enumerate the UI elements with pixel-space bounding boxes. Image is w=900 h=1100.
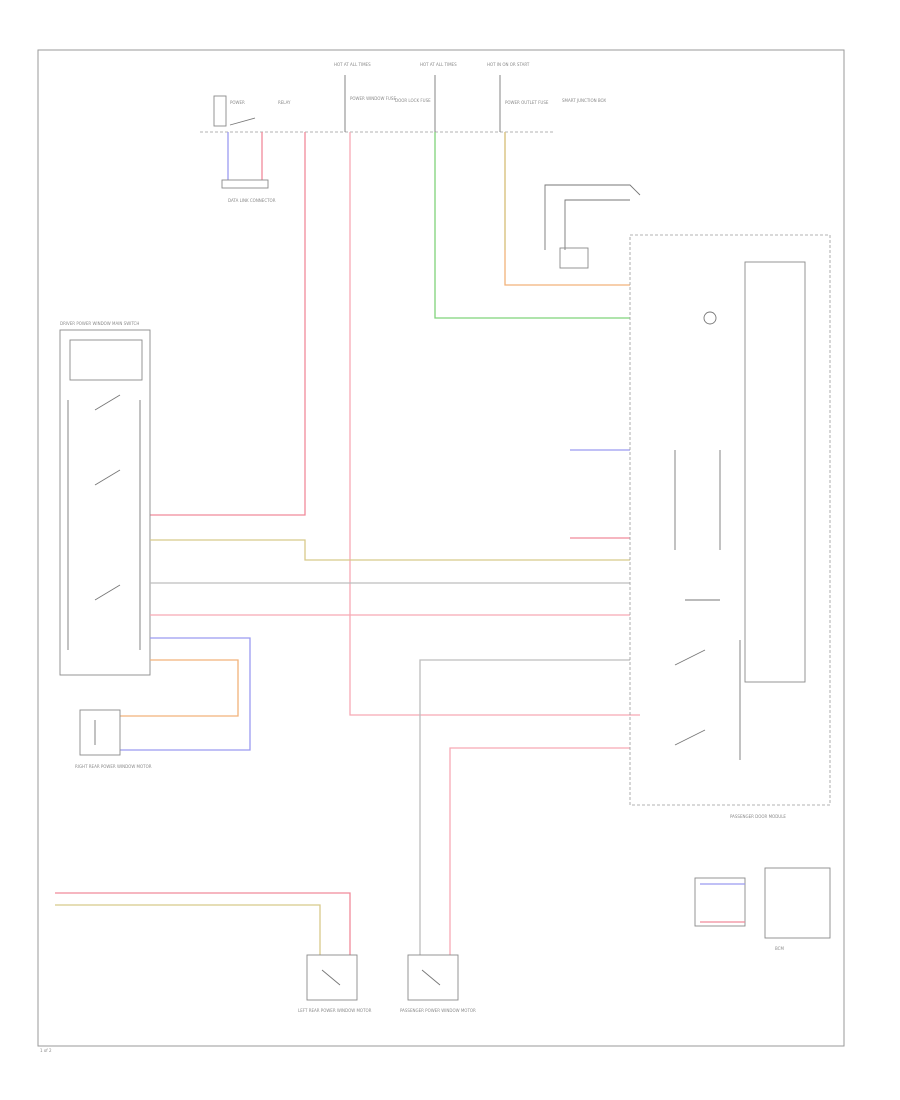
bottom-left-wires (55, 892, 351, 955)
fuse-panel: HOT AT ALL TIMES HOT AT ALL TIMES HOT IN… (200, 62, 606, 133)
fuse-label-2: POWER OUTLET FUSE (505, 100, 549, 105)
fuse-col-0-top: HOT AT ALL TIMES (334, 62, 371, 67)
passenger-module-label: PASSENGER DOOR MODULE (730, 814, 786, 819)
fuse-label-0: POWER WINDOW FUSE (350, 96, 396, 101)
rear-motor: RIGHT REAR POWER WINDOW MOTOR (75, 709, 152, 769)
fuse-left-label-0: POWER (230, 100, 245, 105)
passenger-motor-label: PASSENGER POWER WINDOW MOTOR (400, 1008, 476, 1013)
fuse-right-label: SMART JUNCTION BOX (562, 98, 606, 103)
fuse-left-label-1: RELAY (278, 100, 291, 105)
passenger-motor: PASSENGER POWER WINDOW MOTOR (400, 954, 476, 1013)
main-wires (150, 132, 640, 716)
driver-switch: DRIVER POWER WINDOW MAIN SWITCH (59, 321, 151, 676)
data-link-label: DATA LINK CONNECTOR (228, 198, 276, 203)
center-module-label: BCM (775, 946, 784, 951)
fuse-col-2-top: HOT IN ON OR START (487, 62, 530, 67)
driver-switch-label: DRIVER POWER WINDOW MAIN SWITCH (60, 321, 139, 326)
relay-top-right (544, 184, 641, 269)
page-ref: 1 of 2 (40, 1048, 52, 1053)
passenger-module: PASSENGER DOOR MODULE (629, 234, 831, 819)
center-module: BCM (694, 867, 831, 951)
rear-motor-label: RIGHT REAR POWER WINDOW MOTOR (75, 764, 152, 769)
fuse-label-1: DOOR LOCK FUSE (395, 98, 431, 103)
left-rear-motor: LEFT REAR POWER WINDOW MOTOR (298, 954, 372, 1013)
bus-wires (120, 449, 630, 955)
fuse-col-1-top: HOT AT ALL TIMES (420, 62, 457, 67)
top-left-connector: DATA LINK CONNECTOR (221, 132, 276, 203)
left-rear-motor-label: LEFT REAR POWER WINDOW MOTOR (298, 1008, 372, 1013)
diagram-frame (37, 49, 845, 1047)
